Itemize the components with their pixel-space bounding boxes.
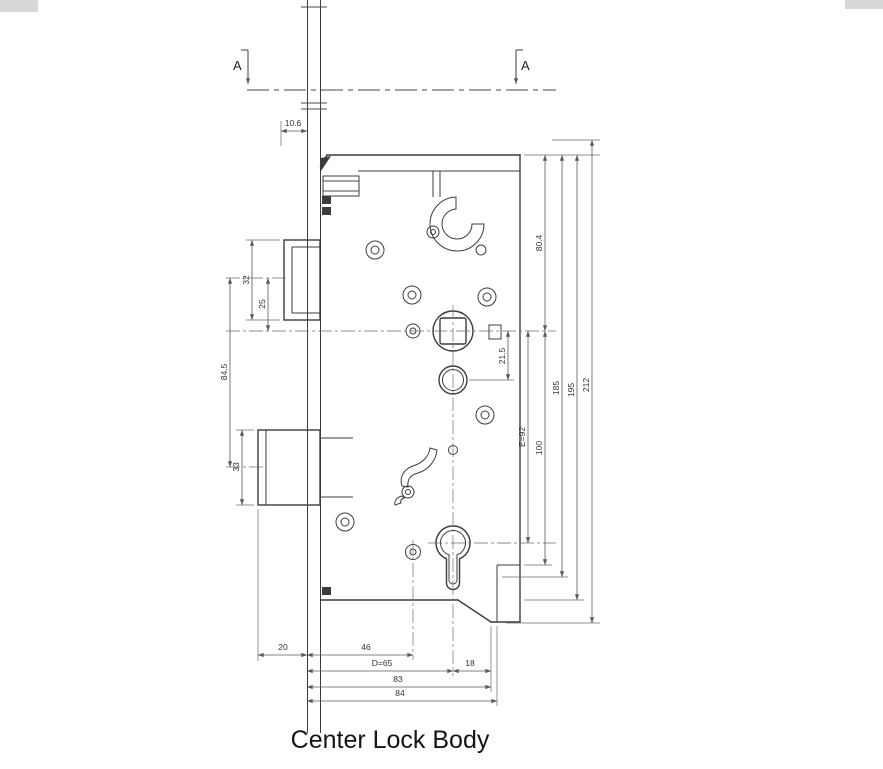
dim-label-deadbolt-throw: 20 xyxy=(278,642,288,652)
dim-label-latch-to-follower: 25 xyxy=(257,299,267,309)
dim-label-follower-to-step: 100 xyxy=(534,441,544,455)
dim-label-handle-to-cylinder: E=92 xyxy=(517,427,527,447)
window-corner-artifact-left xyxy=(0,0,38,12)
rivet-mark xyxy=(322,196,331,204)
dim-label-faceplate-width: 10.6 xyxy=(285,118,302,128)
dim-label-height-185: 185 xyxy=(551,381,561,395)
dimension-lines xyxy=(227,128,595,704)
corner-weld-mark xyxy=(321,156,331,171)
dim-label-top-to-follower: 80.4 xyxy=(534,234,544,251)
stop-slot xyxy=(488,324,502,340)
dim-label-hole-backset: 46 xyxy=(361,642,371,652)
dimension-labels: 10.6 32 25 84.5 33 80.4 21.5 E=92 100 18… xyxy=(219,118,591,698)
latch-bolt xyxy=(283,239,321,321)
small-hole xyxy=(475,244,487,256)
dim-label-deadbolt-height: 33 xyxy=(231,462,241,472)
section-label-left: A xyxy=(233,58,242,73)
dim-label-height-195: 195 xyxy=(566,383,576,397)
dim-label-depth-83: 83 xyxy=(393,674,403,684)
dim-label-follower-to-hole: 21.5 xyxy=(497,347,507,364)
dim-label-cylinder-to-back: 18 xyxy=(465,658,475,668)
anti-thrust-hook xyxy=(429,196,485,252)
centerlines xyxy=(226,277,556,676)
drawing-title: Center Lock Body xyxy=(291,726,490,754)
screw-posts xyxy=(335,225,497,560)
dim-label-latch-to-deadbolt: 84.5 xyxy=(219,363,229,380)
section-markers: A A xyxy=(233,49,556,91)
deadbolt-lever xyxy=(394,447,438,506)
dim-label-backset: D=65 xyxy=(372,658,393,668)
section-label-right: A xyxy=(521,58,530,73)
latch-guide-block xyxy=(322,175,360,197)
lock-case xyxy=(319,154,521,623)
dim-label-height-212: 212 xyxy=(581,378,591,392)
spindle-follower xyxy=(432,310,502,395)
deadbolt xyxy=(257,429,353,506)
rivet-mark xyxy=(322,207,331,215)
faceplate xyxy=(301,0,327,733)
dim-label-depth-84: 84 xyxy=(395,688,405,698)
dim-label-latch-height: 32 xyxy=(241,275,251,285)
rivet-mark xyxy=(322,587,331,595)
window-corner-artifact-right xyxy=(845,0,883,9)
